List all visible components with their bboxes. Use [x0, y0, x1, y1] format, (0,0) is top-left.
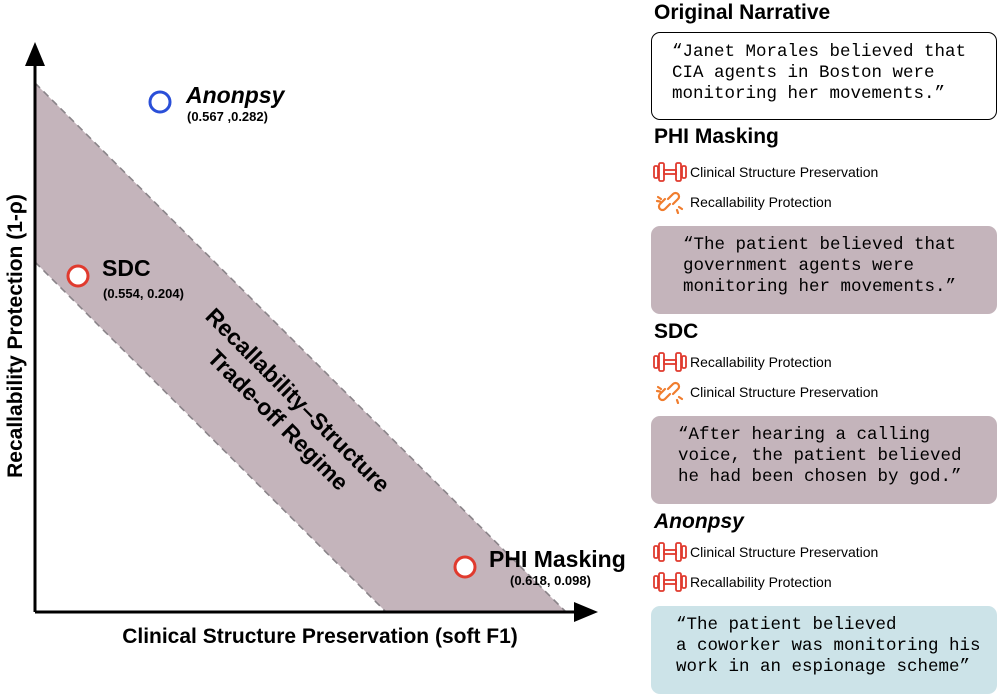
anonpsy-quote: “The patient believed a coworker was mon…	[651, 606, 997, 694]
dumbbell-icon	[652, 160, 690, 184]
tradeoff-plot: Clinical Structure Preservation (soft F1…	[4, 42, 626, 648]
phi-masking-point-label: PHI Masking	[489, 546, 626, 572]
phi-masking-point	[453, 555, 477, 579]
region-edge-lower	[34, 261, 387, 613]
original-narrative-title: Original Narrative	[654, 1, 831, 24]
quote-line: voice, the patient believed	[678, 446, 962, 466]
quote-line: “After hearing a calling	[678, 425, 931, 445]
sdc-point	[66, 264, 90, 288]
sdc-point-label: SDC	[102, 255, 151, 281]
quote-line: “Janet Morales believed that	[672, 42, 967, 62]
quote-line: CIA agents in Boston were	[672, 63, 935, 83]
quote-line: work in an espionage scheme”	[676, 657, 971, 677]
attr-label: Clinical Structure Preservation	[690, 384, 879, 400]
dumbbell-icon	[652, 540, 690, 564]
quote-line: “The patient believed	[676, 615, 897, 635]
dumbbell-icon	[652, 570, 690, 594]
anonpsy-attr-2: Recallability Protection	[652, 570, 832, 594]
sdc-quote: “After hearing a calling voice, the pati…	[651, 416, 997, 504]
sdc-attr-2: Clinical Structure Preservation	[652, 380, 878, 404]
dumbbell-icon	[652, 350, 690, 374]
broken-chain-icon	[652, 190, 690, 214]
attr-label: Clinical Structure Preservation	[690, 544, 879, 560]
original-narrative-quote: “Janet Morales believed that CIA agents …	[651, 32, 997, 120]
y-axis-arrow	[25, 42, 45, 66]
sdc-attr-1: Recallability Protection	[652, 350, 832, 374]
region-edge-upper	[34, 82, 567, 613]
broken-chain-icon	[652, 380, 690, 404]
x-axis-arrow	[574, 602, 598, 622]
anonpsy-point-coords: (0.567 ,0.282)	[187, 109, 268, 124]
phi-masking-quote: “The patient believed that government ag…	[651, 226, 997, 314]
phi-masking-point-coords: (0.618, 0.098)	[510, 573, 591, 588]
anonpsy-point-label: Anonpsy	[185, 82, 286, 108]
quote-line: a coworker was monitoring his	[676, 636, 981, 656]
quote-line: he had been chosen by god.”	[678, 467, 962, 487]
attr-label: Recallability Protection	[690, 574, 832, 590]
y-axis-label: Recallability Protection (1-ρ)	[4, 194, 27, 478]
sdc-title: SDC	[654, 320, 699, 343]
phi-masking-title: PHI Masking	[654, 125, 779, 148]
anonpsy-point	[148, 90, 172, 114]
attr-label: Recallability Protection	[690, 354, 832, 370]
anonpsy-attr-1: Clinical Structure Preservation	[652, 540, 878, 564]
quote-line: “The patient believed that	[683, 235, 957, 255]
anonpsy-title: Anonpsy	[654, 510, 744, 533]
quote-line: government agents were	[683, 256, 915, 276]
phi-attr-1: Clinical Structure Preservation	[652, 160, 878, 184]
attr-label: Clinical Structure Preservation	[690, 164, 879, 180]
sdc-point-coords: (0.554, 0.204)	[103, 286, 184, 301]
phi-attr-2: Recallability Protection	[652, 190, 832, 214]
quote-line: monitoring her movements.”	[683, 277, 957, 297]
x-axis-label: Clinical Structure Preservation (soft F1…	[122, 625, 518, 648]
quote-line: monitoring her movements.”	[672, 84, 946, 104]
attr-label: Recallability Protection	[690, 194, 832, 210]
